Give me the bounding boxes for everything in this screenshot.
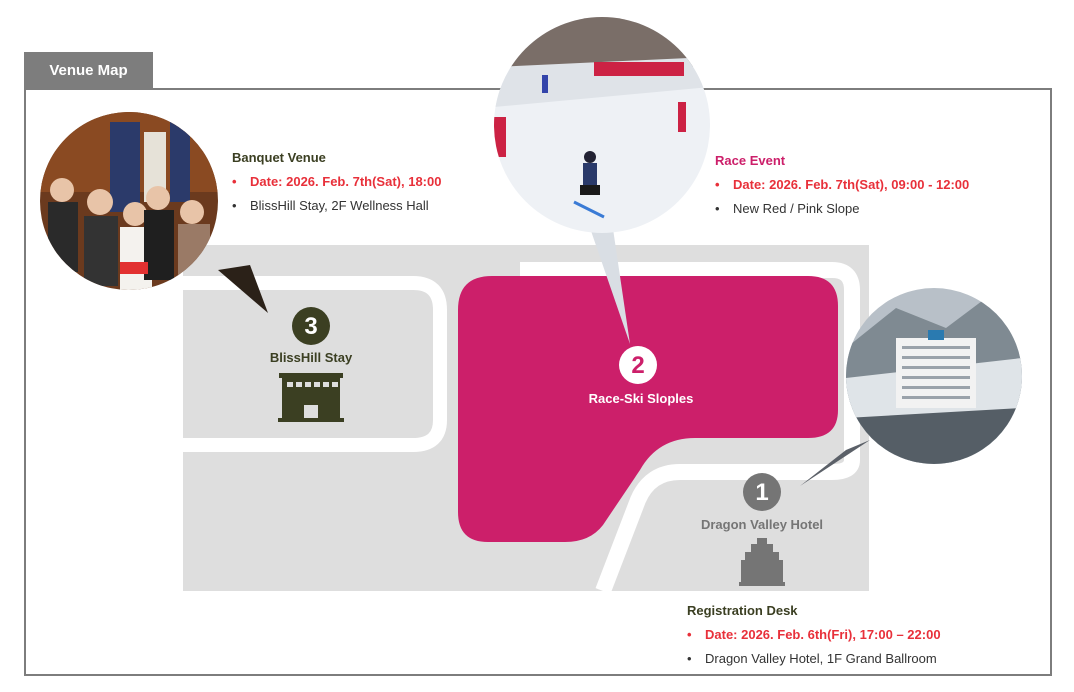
- bullet-icon: •: [715, 177, 720, 192]
- road-east: [520, 262, 860, 594]
- marker-3-number: 3: [304, 313, 317, 340]
- registration-callout-pointer: [800, 440, 870, 486]
- marker-1-number: 1: [755, 479, 768, 506]
- race-event-title: Race Event: [715, 153, 786, 168]
- dragon-valley-block: [624, 484, 869, 591]
- bullet-icon: •: [687, 627, 692, 642]
- registration-place-text: Dragon Valley Hotel, 1F Grand Ballroom: [705, 651, 937, 666]
- race-place-text: New Red / Pink Slope: [733, 201, 860, 216]
- banquet-callout-pointer: [218, 265, 268, 313]
- race-ski-slopes-label: Race-Ski Sloples: [588, 391, 694, 406]
- banquet-party-photo: [40, 112, 218, 290]
- registration-date-text: Date: 2026. Feb. 6th(Fri), 17:00 – 22:00: [705, 627, 941, 642]
- marker-3[interactable]: [292, 307, 330, 345]
- registration-place: • Dragon Valley Hotel, 1F Grand Ballroom: [687, 647, 941, 671]
- road-west: [183, 276, 447, 452]
- banquet-date: • Date: 2026. Feb. 7th(Sat), 18:00: [232, 170, 441, 194]
- historic-building-icon: [739, 538, 785, 586]
- marker-1[interactable]: [743, 473, 781, 511]
- banquet-place-text: BlissHill Stay, 2F Wellness Hall: [250, 198, 429, 213]
- hotel-building-icon: [278, 373, 344, 422]
- banquet-place: • BlissHill Stay, 2F Wellness Hall: [232, 194, 441, 218]
- registration-desk-info: Registration Desk • Date: 2026. Feb. 6th(…: [687, 599, 941, 671]
- ski-racer-photo: [494, 17, 710, 233]
- banquet-venue-title: Banquet Venue: [232, 150, 326, 165]
- race-date: • Date: 2026. Feb. 7th(Sat), 09:00 - 12:0…: [715, 173, 969, 197]
- blisshill-block: [183, 296, 426, 428]
- bullet-icon: •: [715, 201, 720, 216]
- race-date-text: Date: 2026. Feb. 7th(Sat), 09:00 - 12:00: [733, 177, 970, 192]
- bullet-icon: •: [687, 651, 692, 666]
- registration-desk-title: Registration Desk: [687, 603, 798, 618]
- race-place: • New Red / Pink Slope: [715, 197, 969, 221]
- marker-2-number: 2: [631, 352, 644, 379]
- bullet-icon: •: [232, 174, 237, 189]
- registration-date: • Date: 2026. Feb. 6th(Fri), 17:00 – 22:0…: [687, 623, 941, 647]
- marker-2[interactable]: [619, 346, 657, 384]
- bullet-icon: •: [232, 198, 237, 213]
- banquet-venue-info: Banquet Venue • Date: 2026. Feb. 7th(Sat)…: [232, 146, 441, 218]
- race-callout-pointer: [590, 222, 630, 344]
- banquet-date-text: Date: 2026. Feb. 7th(Sat), 18:00: [250, 174, 442, 189]
- venue-map-tab[interactable]: Venue Map: [24, 52, 153, 88]
- race-event-info: Race Event • Date: 2026. Feb. 7th(Sat), 0…: [715, 149, 969, 221]
- race-ski-slopes-area[interactable]: [458, 276, 838, 542]
- snowy-hotel-photo: [846, 288, 1022, 464]
- dragon-valley-hotel-label: Dragon Valley Hotel: [700, 517, 824, 532]
- blisshill-stay-label: BlissHill Stay: [269, 350, 353, 365]
